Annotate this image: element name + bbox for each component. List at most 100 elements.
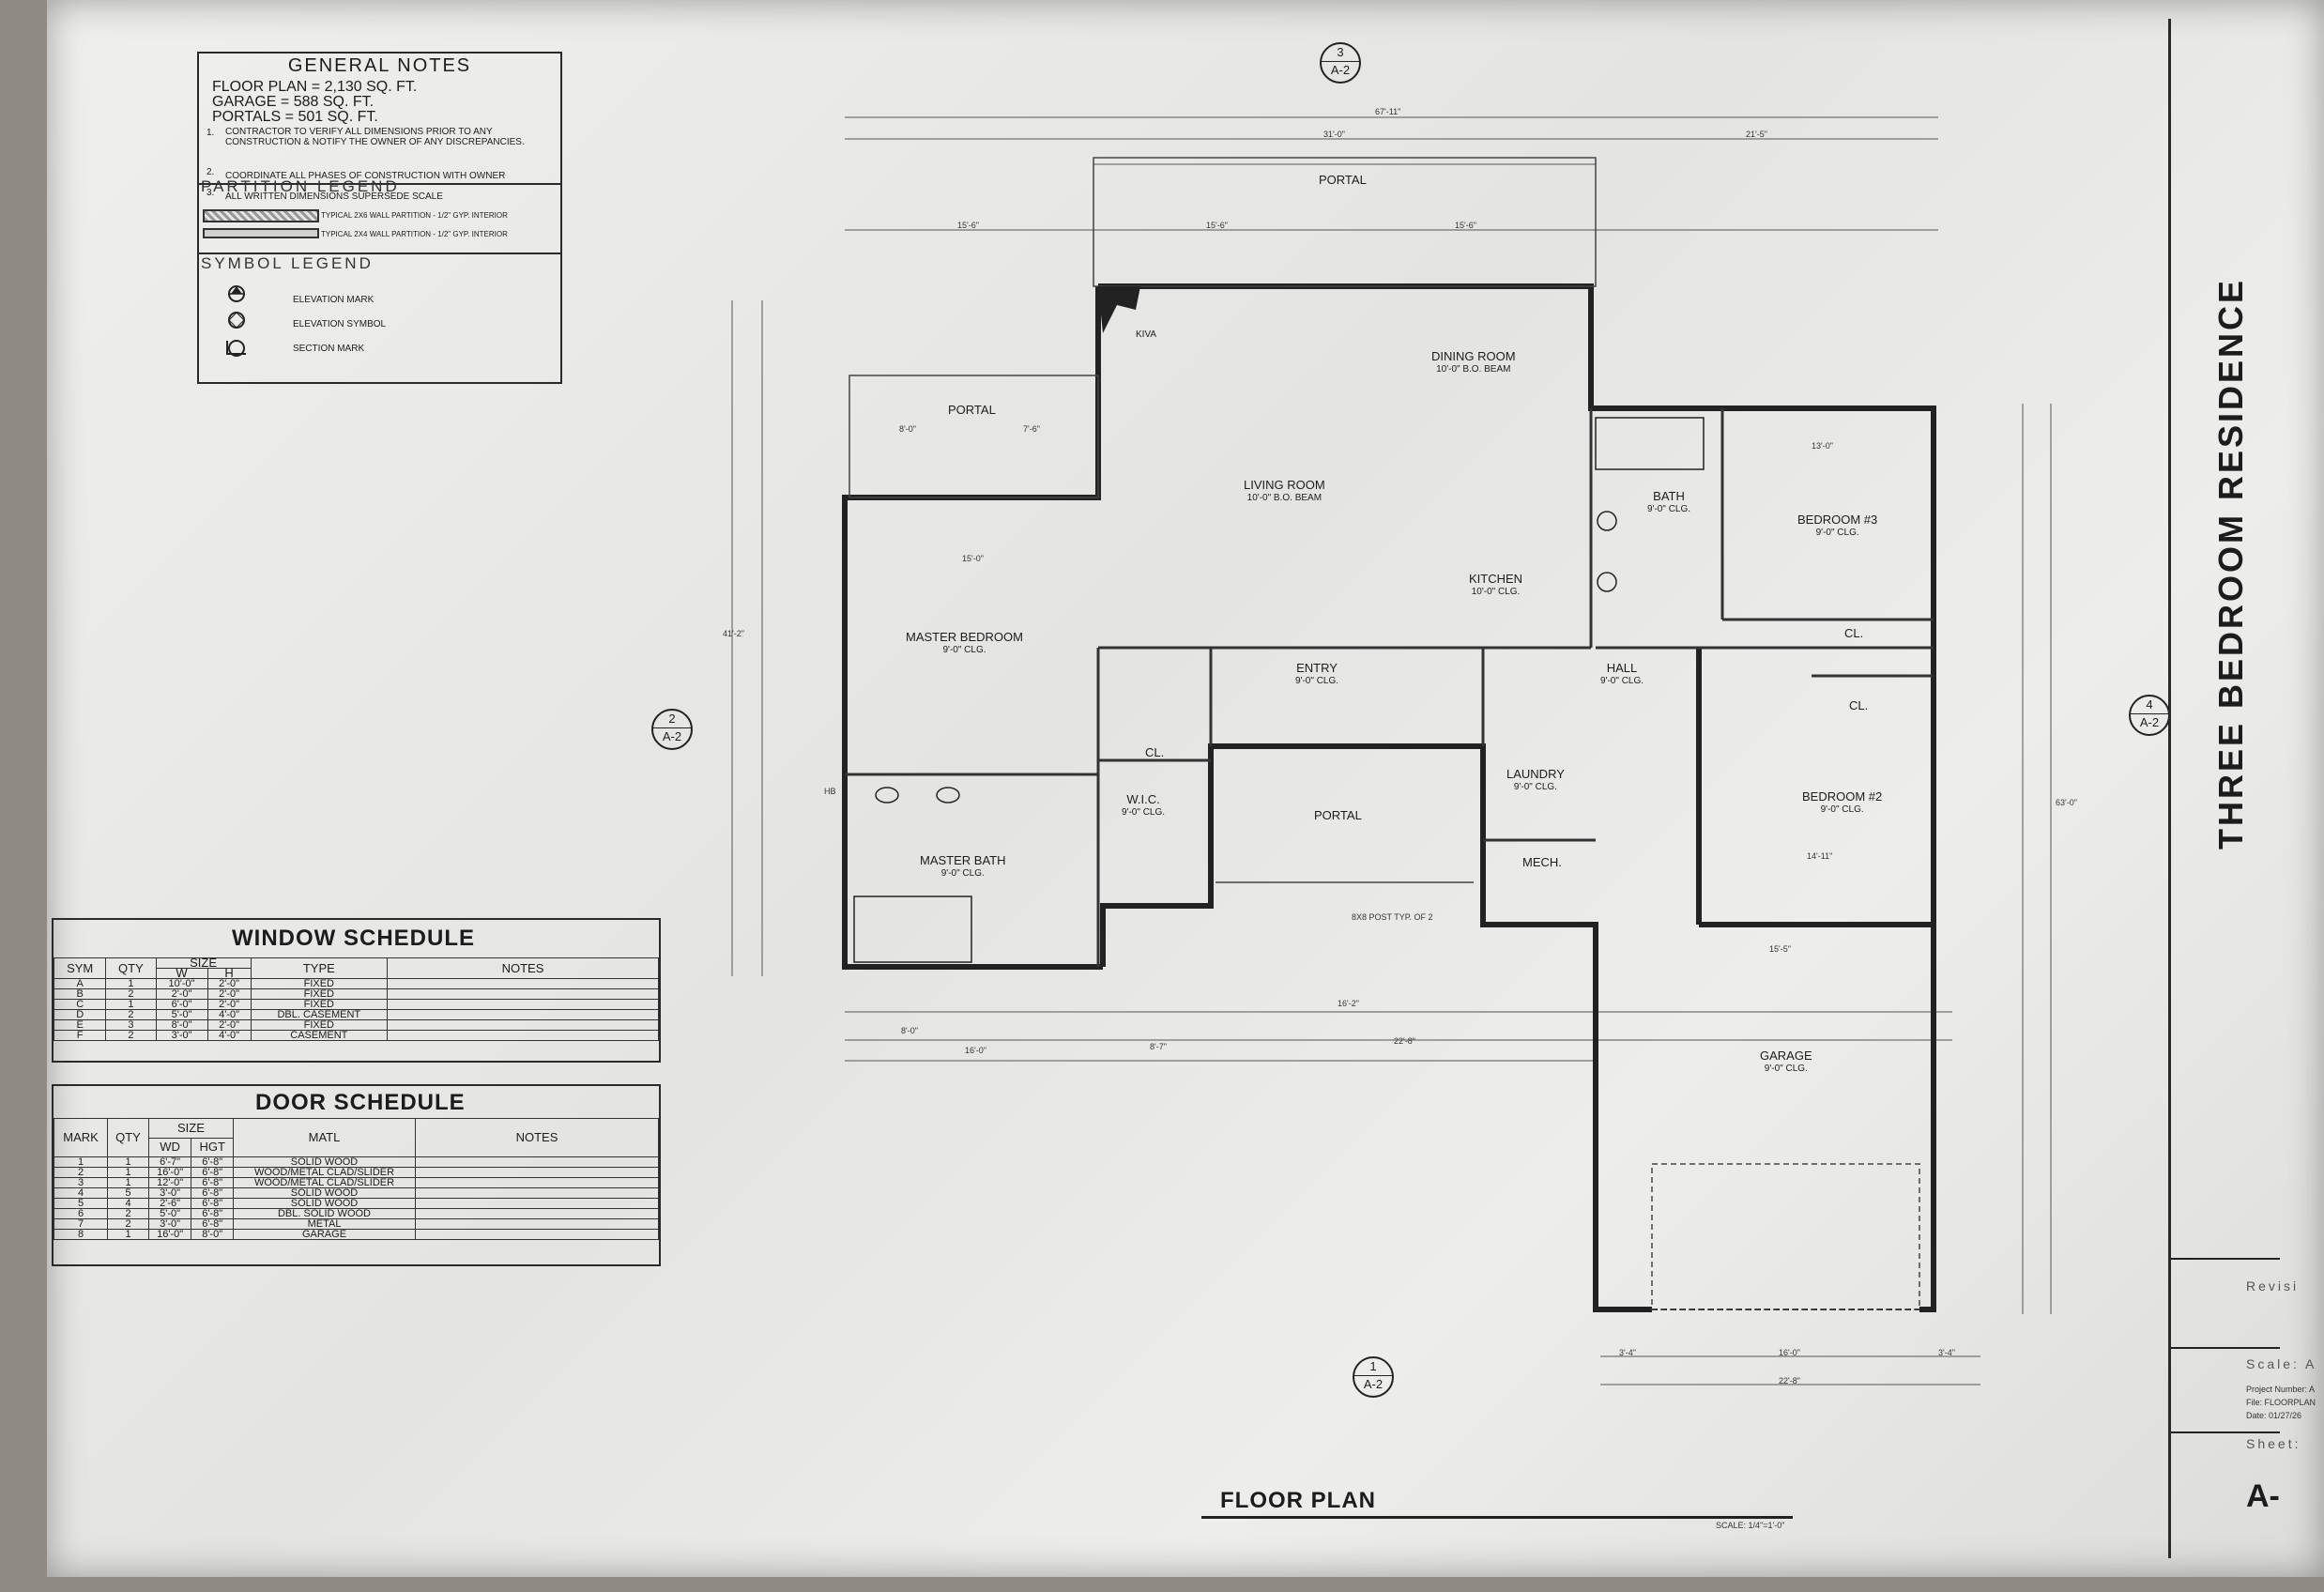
portals-area: PORTALS = 501 SQ. FT. [212,109,378,125]
closet-label: CL. [1145,745,1165,759]
window-schedule-row-cell: 2 [105,1030,157,1041]
dim-garage-right: 3'-4" [1938,1348,1955,1357]
mark-top-num: 3 [1337,45,1344,59]
dim-garage-total: 22'-8" [1779,1376,1800,1385]
dim-garage-door: 16'-0" [1779,1348,1800,1357]
laundry-ceiling: 9'-0" CLG. [1513,782,1557,792]
dim-porch-3: 15'-6" [1455,221,1476,230]
ds-head-hgt: HGT [191,1137,235,1157]
dim-top-left: 31'-0" [1323,130,1345,139]
dining-room-name: DINING ROOM [1431,349,1516,363]
dim-portal-w1: 8'-0" [899,424,916,434]
mark-left-num: 2 [668,712,676,726]
project-number: Project Number: A [2246,1385,2316,1394]
dim-bottom-1: 8'-0" [901,1026,918,1035]
divider [199,253,560,254]
title-block: Revisi Scale: A Project Number: A File: … [2168,19,2316,1558]
door-schedule-row-cell [415,1229,659,1240]
window-schedule-row-cell [387,1030,659,1041]
section-mark-icon [226,340,246,357]
ws-head-type: TYPE [250,957,389,979]
post-note: 8X8 POST TYP. OF 2 [1352,912,1433,922]
window-schedule-row-cell: 3'-0" [155,1030,208,1041]
bedroom-2-name: BEDROOM #2 [1802,789,1883,804]
note-1-num: 1. [206,128,215,138]
door-schedule-row-cell: 8 [53,1229,109,1240]
sheet-label: Sheet: [2246,1436,2301,1451]
hall-name: HALL [1606,661,1638,675]
dim-side-left: 41'-2" [723,629,744,638]
window-schedule-box: WINDOW SCHEDULE SYM QTY SIZE TYPE NOTES … [52,918,661,1063]
dim-top-right: 21'-5" [1746,130,1767,139]
master-bath-ceiling: 9'-0" CLG. [940,868,985,879]
door-schedule-row-cell: 16'-0" [147,1229,192,1240]
laundry-name: LAUNDRY [1506,767,1565,781]
elevation-mark-left: 2 A-2 [646,709,698,761]
symbol-icons [226,285,246,357]
partition-legend-title: PARTITION LEGEND [201,177,400,195]
bedroom-2-ceiling: 9'-0" CLG. [1820,804,1864,815]
dim-bedroom-2-width: 14'-11" [1807,851,1833,861]
window-schedule-title: WINDOW SCHEDULE [232,926,475,951]
porch-outlines [849,157,1920,1310]
ws-head-qty: QTY [105,957,157,979]
dim-master-bed-width: 15'-0" [962,554,984,563]
hose-bib-label: HB [824,787,836,796]
portal-top-label: PORTAL [1319,173,1367,187]
wic-name: W.I.C. [1126,792,1160,806]
symbol-elevation-symbol: ELEVATION SYMBOL [293,319,387,329]
dim-overall-top: 67'-11" [1375,107,1401,116]
note-2-num: 2. [206,167,215,177]
master-bedroom-ceiling: 9'-0" CLG. [942,645,986,655]
mark-right-num: 4 [2146,697,2153,712]
portal-front-label: PORTAL [1314,808,1362,822]
ds-head-qty: QTY [107,1118,149,1157]
bath-name: BATH [1653,489,1685,503]
symbol-legend-title: SYMBOL LEGEND [201,254,374,272]
mech-label: MECH. [1522,855,1562,869]
entry-ceiling: 9'-0" CLG. [1295,676,1339,686]
partition-2x4-swatch [203,228,319,238]
hall-ceiling: 9'-0" CLG. [1600,676,1644,686]
title-block-divider [2171,1431,2280,1433]
dim-portal-w2: 7'-6" [1023,424,1040,434]
elevation-mark-top: 3 A-2 [1314,42,1367,95]
exterior-walls [842,283,1936,1312]
dim-garage-left: 3'-4" [1619,1348,1636,1357]
dim-bottom-3: 22'-8" [1394,1036,1415,1046]
interior-walls [845,408,1934,967]
mark-top-sheet: A-2 [1322,61,1359,79]
elevation-mark-bottom: 1 A-2 [1347,1356,1399,1409]
dimension-lines [731,116,2052,1385]
elevation-mark-icon [228,285,245,302]
bedroom-2-closet-label: CL. [1849,698,1869,712]
kitchen-name: KITCHEN [1469,572,1523,586]
note-3: ALL WRITTEN DIMENSIONS SUPERSEDE SCALE [225,191,443,202]
kiva-fireplace-icon [1098,286,1140,333]
note-2: COORDINATE ALL PHASES OF CONSTRUCTION WI… [225,171,506,181]
master-bedroom-name: MASTER BEDROOM [906,630,1023,644]
date: Date: 01/27/26 [2246,1411,2302,1420]
general-notes-title: GENERAL NOTES [287,55,472,76]
portal-left-label: PORTAL [948,403,996,417]
kitchen-ceiling: 10'-0" CLG. [1471,587,1521,597]
revision-label: Revisi [2246,1278,2300,1294]
